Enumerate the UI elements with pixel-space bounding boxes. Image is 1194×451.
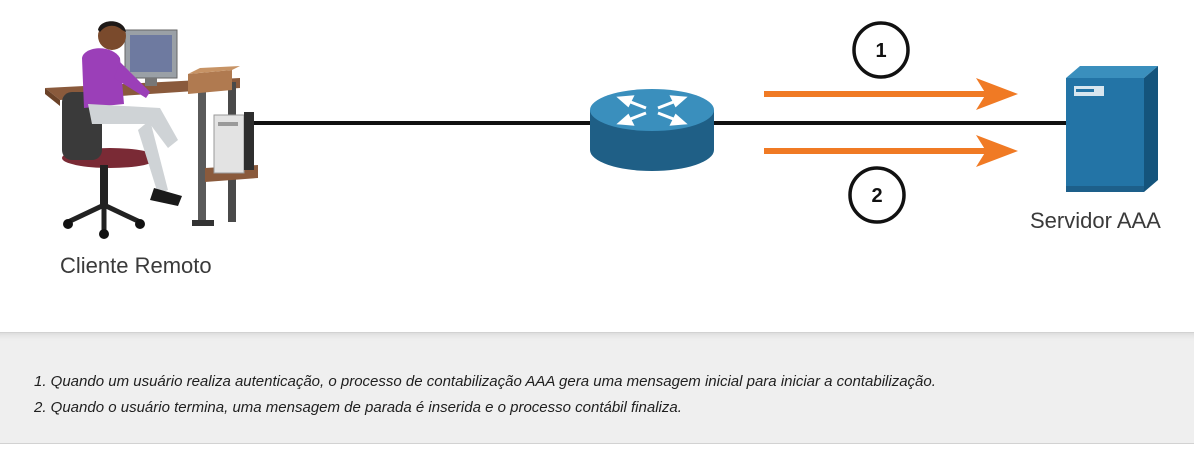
note-item: 1. Quando um usuário realiza autenticaçã… [34, 373, 936, 390]
router-icon [590, 89, 714, 171]
note-item: 2. Quando o usuário termina, uma mensage… [34, 399, 682, 416]
aaa-server-label: Servidor AAA [1030, 208, 1161, 233]
accounting-start-arrow [764, 78, 1018, 110]
step-2-badge: 2 [848, 166, 906, 224]
remote-client-icon [45, 21, 258, 239]
accounting-stop-arrow [764, 135, 1018, 167]
step-1-number: 1 [875, 40, 886, 62]
notes-panel: 1. Quando um usuário realiza autenticaçã… [0, 332, 1194, 444]
remote-client-label: Cliente Remoto [60, 253, 212, 278]
aaa-server-icon [1066, 66, 1158, 192]
step-2-number: 2 [871, 185, 882, 207]
aaa-accounting-diagram: 1 2 [45, 21, 1158, 239]
step-1-badge: 1 [852, 21, 910, 79]
